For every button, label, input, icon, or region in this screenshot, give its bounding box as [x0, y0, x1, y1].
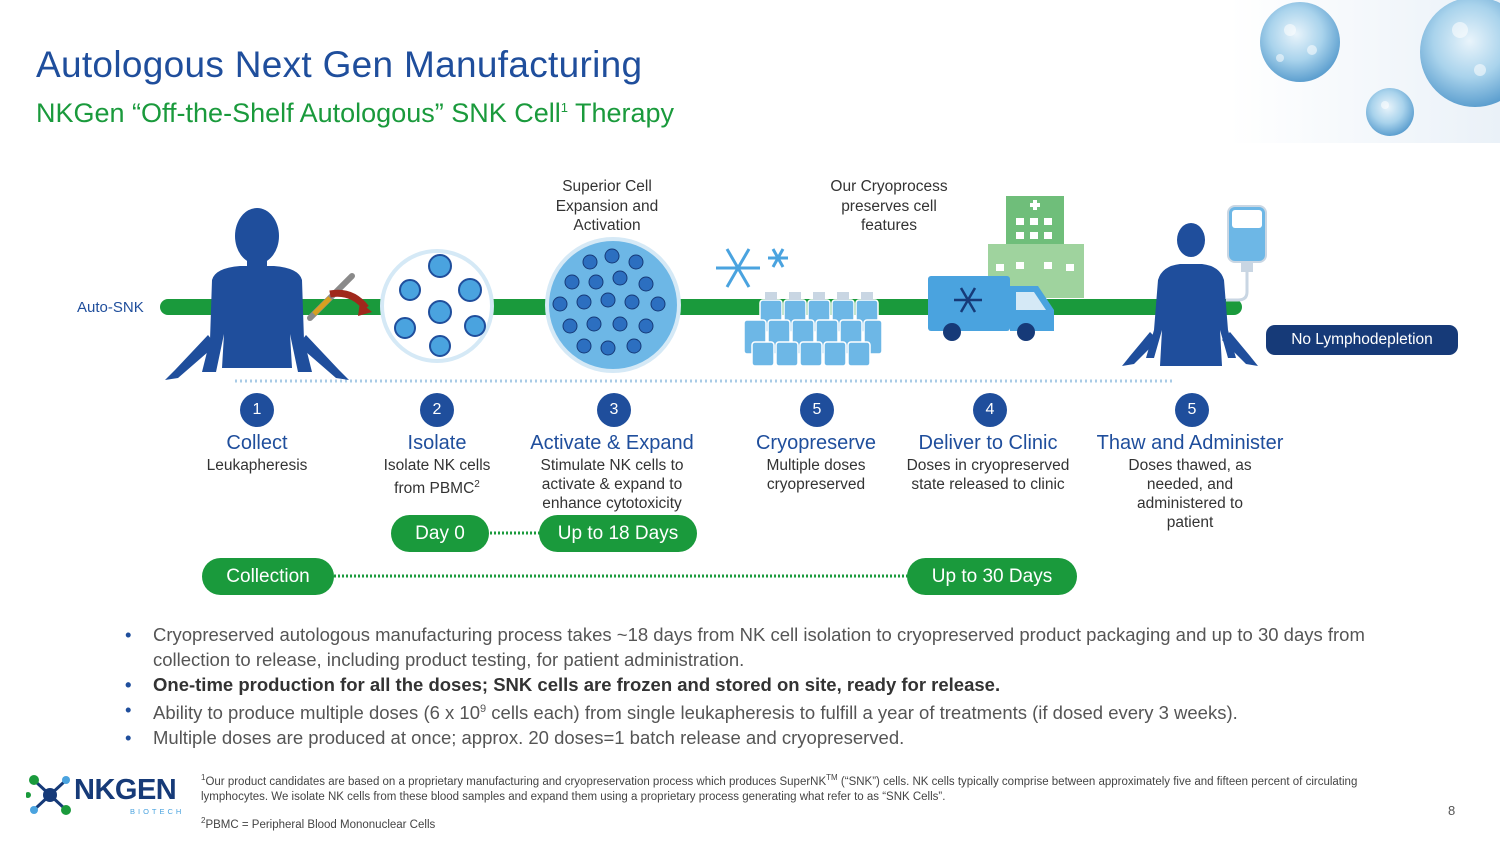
vials-icon	[743, 299, 883, 367]
expanded-cells-icon	[545, 237, 681, 373]
patient-icon	[1122, 223, 1258, 366]
iv-bag-icon	[1226, 205, 1267, 302]
step-description: Isolate NK cells from PBMC2	[383, 457, 491, 498]
process-diagram	[160, 196, 1267, 578]
up-to-18-days-pill: Up to 18 Days	[539, 515, 697, 552]
step-title: Isolate	[407, 432, 467, 454]
logo-text: NKGEN	[74, 774, 177, 806]
step-title: Thaw and Administer	[1096, 432, 1284, 454]
collection-pill: Collection	[202, 558, 334, 595]
step-description: Multiple doses cryopreserved	[766, 457, 866, 493]
bullet-item: Ability to produce multiple doses (6 x 1…	[125, 697, 1425, 725]
nkgen-logo: NKGEN BIOTECH	[26, 770, 191, 820]
syringe-icon	[307, 273, 372, 321]
hospital-icon	[988, 196, 1084, 298]
page-number: 8	[1448, 803, 1456, 818]
step-number: 2	[420, 393, 454, 427]
footnote-1: 1Our product candidates are based on a p…	[201, 773, 1358, 804]
step-title: Deliver to Clinic	[918, 432, 1058, 454]
process-line-label: Auto-SNK	[77, 299, 144, 316]
step-title: Cryopreserve	[755, 432, 877, 454]
bullet-item: One-time production for all the doses; S…	[125, 672, 1425, 697]
logo-subtext: BIOTECH	[130, 807, 185, 816]
step-number: 1	[240, 393, 274, 427]
step-description: Leukapheresis	[206, 457, 308, 474]
person-icon	[165, 208, 349, 380]
step-number: 5	[800, 393, 834, 427]
step-title: Collect	[226, 432, 288, 454]
up-to-30-days-pill: Up to 30 Days	[907, 558, 1077, 595]
day-0-pill: Day 0	[391, 515, 489, 552]
page-subtitle: NKGen “Off-the-Shelf Autologous” SNK Cel…	[36, 98, 675, 128]
footnote-2: 2PBMC = Peripheral Blood Mononuclear Cel…	[201, 816, 436, 831]
step-number: 3	[597, 393, 631, 427]
snowflake-icon	[716, 248, 788, 288]
summary-bullets: Cryopreserved autologous manufacturing p…	[125, 622, 1425, 750]
isolated-cells-icon	[380, 249, 494, 363]
bullet-item: Cryopreserved autologous manufacturing p…	[125, 622, 1425, 672]
step-title: Activate & Expand	[530, 432, 694, 454]
nk-cells-image	[1230, 0, 1500, 143]
step-description: Doses thawed, as needed, and administere…	[1128, 457, 1252, 531]
step-description: Stimulate NK cells to activate & expand …	[540, 457, 684, 512]
logo-mark-icon	[26, 775, 71, 815]
step-number: 4	[973, 393, 1007, 427]
step-description: Doses in cryopreserved state released to…	[906, 457, 1070, 493]
delivery-truck-icon	[928, 276, 1054, 341]
no-lymphodepletion-badge: No Lymphodepletion	[1266, 325, 1458, 355]
bullet-item: Multiple doses are produced at once; app…	[125, 725, 1425, 750]
step-number: 5	[1175, 393, 1209, 427]
cryoprocess-note: Our Cryoprocess preserves cell features	[830, 178, 948, 234]
expansion-note: Superior Cell Expansion and Activation	[555, 178, 659, 234]
page-title: Autologous Next Gen Manufacturing	[36, 44, 643, 85]
